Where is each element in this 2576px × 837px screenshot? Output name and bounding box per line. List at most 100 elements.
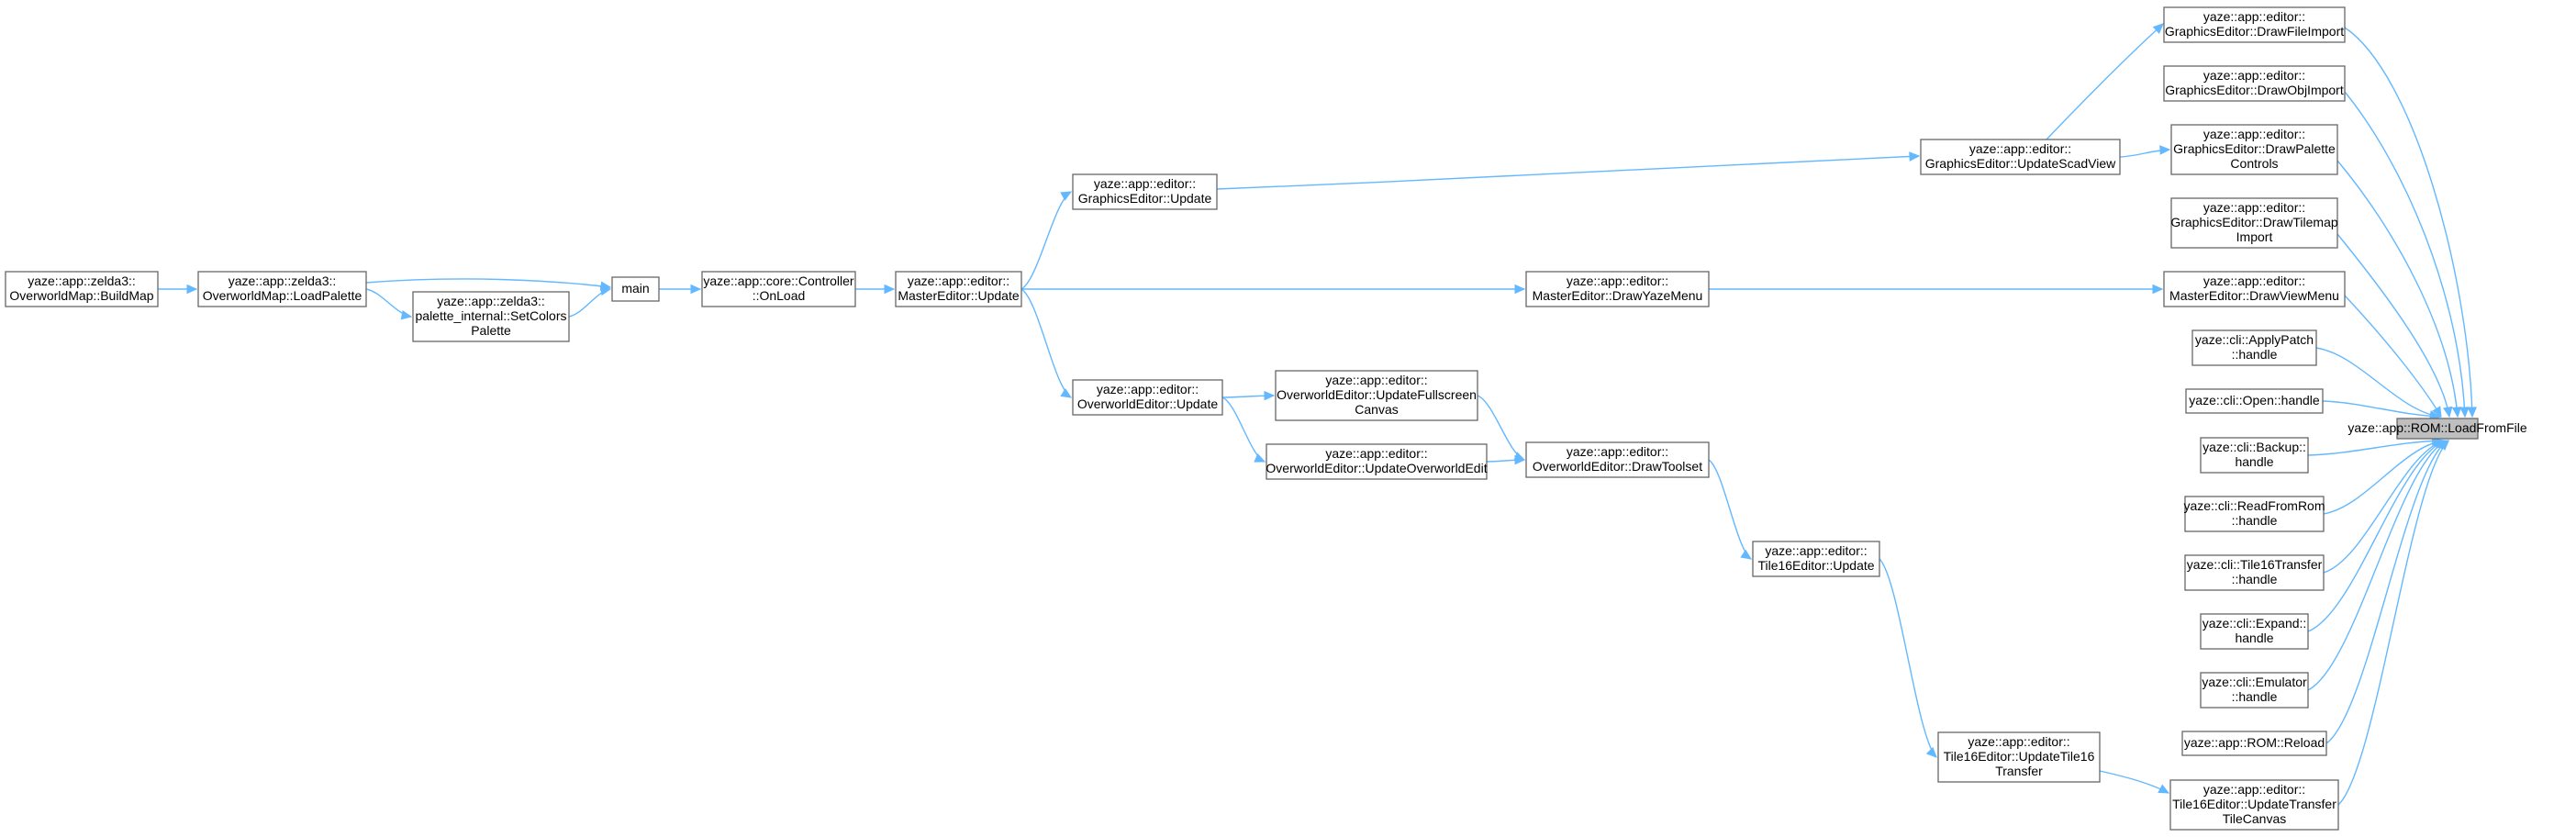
node-label-line: yaze::app::editor::	[1765, 543, 1867, 558]
edge-line	[2344, 91, 2466, 418]
edge-arrowhead	[2159, 145, 2171, 155]
edge-line	[1020, 191, 1072, 290]
node-label-line: ::handle	[2232, 347, 2278, 362]
node-updateScadView[interactable]: yaze::app::editor::GraphicsEditor::Updat…	[1920, 139, 2121, 175]
edge-updateTile16Transfer-to-updateTransferTileCanvas	[2099, 770, 2170, 794]
node-box[interactable]	[1937, 731, 2101, 783]
node-label-line: yaze::app::zelda3::	[229, 273, 337, 288]
node-drawTilemapImport[interactable]: yaze::app::editor::GraphicsEditor::DrawT…	[2170, 197, 2338, 249]
node-overworldUpdate[interactable]: yaze::app::editor::OverworldEditor::Upda…	[1072, 379, 1223, 416]
node-label-line: yaze::app::editor::	[2203, 782, 2305, 797]
edge-line	[365, 278, 611, 288]
edge-arrowhead	[1925, 746, 1937, 758]
node-box[interactable]	[2163, 6, 2346, 43]
edge-drawTilemapImport-to-root	[2336, 233, 2453, 418]
node-box[interactable]	[2396, 418, 2479, 440]
edge-line	[2325, 440, 2448, 744]
node-label-line: yaze::cli::ApplyPatch	[2195, 332, 2314, 347]
node-setColorsPalette[interactable]: yaze::app::zelda3::palette_internal::Set…	[412, 291, 570, 342]
node-box[interactable]	[1752, 541, 1880, 577]
edge-line	[1020, 288, 1072, 398]
node-box[interactable]	[1266, 443, 1488, 480]
node-box[interactable]	[2191, 329, 2317, 366]
edge-arrowhead	[2158, 784, 2170, 794]
node-tile16Update[interactable]: yaze::app::editor::Tile16Editor::Update	[1752, 541, 1880, 577]
node-backup[interactable]: yaze::cli::Backup::handle	[2200, 437, 2309, 474]
node-label-line: yaze::app::editor::	[1097, 382, 1199, 396]
node-box[interactable]	[2181, 731, 2327, 756]
node-box[interactable]	[1525, 441, 1710, 478]
node-drawYazeMenu[interactable]: yaze::app::editor::MasterEditor::DrawYaz…	[1525, 271, 1710, 307]
node-drawViewMenu[interactable]: yaze::app::editor::MasterEditor::DrawVie…	[2163, 271, 2346, 307]
node-drawFileImport[interactable]: yaze::app::editor::GraphicsEditor::DrawF…	[2163, 6, 2346, 43]
node-box[interactable]	[2185, 388, 2324, 414]
node-box[interactable]	[2200, 437, 2309, 474]
node-box[interactable]	[895, 271, 1022, 307]
node-onLoad[interactable]: yaze::app::core::Controller::OnLoad	[701, 271, 856, 307]
edge-masterUpdate-to-drawYazeMenu	[1021, 284, 1526, 295]
node-reload[interactable]: yaze::app::ROM::Reload	[2181, 731, 2327, 756]
node-box[interactable]	[2170, 124, 2338, 175]
edge-arrowhead	[599, 285, 612, 296]
node-box[interactable]	[2184, 496, 2325, 532]
node-label-line: GraphicsEditor::UpdateScadView	[1925, 156, 2116, 171]
node-box[interactable]	[2170, 197, 2338, 249]
node-box[interactable]	[2163, 65, 2346, 102]
node-box[interactable]	[2200, 613, 2309, 650]
node-box[interactable]	[197, 271, 367, 307]
node-box[interactable]	[611, 276, 660, 302]
node-updateTransferTileCanvas[interactable]: yaze::app::editor::Tile16Editor::UpdateT…	[2169, 779, 2339, 831]
node-drawObjImport[interactable]: yaze::app::editor::GraphicsEditor::DrawO…	[2163, 65, 2346, 102]
node-main[interactable]: main	[611, 276, 660, 302]
node-label-line: ::handle	[2232, 689, 2278, 704]
edge-updateOverworldEdit-to-drawToolset	[1486, 454, 1526, 465]
node-box[interactable]	[1275, 370, 1478, 421]
node-expand[interactable]: yaze::cli::Expand::handle	[2200, 613, 2309, 650]
node-box[interactable]	[1525, 271, 1710, 307]
edge-arrowhead	[2443, 406, 2453, 418]
edge-arrowhead	[1514, 284, 1526, 295]
node-box[interactable]	[2163, 271, 2346, 307]
node-updateTile16Transfer[interactable]: yaze::app::editor::Tile16Editor::UpdateT…	[1937, 731, 2101, 783]
node-label-line: OverworldMap::LoadPalette	[203, 288, 362, 303]
node-root[interactable]: yaze::app::ROM::LoadFromFile	[2347, 418, 2527, 440]
node-updateOverworldEdit[interactable]: yaze::app::editor::OverworldEditor::Upda…	[1266, 443, 1488, 480]
node-label-line: GraphicsEditor::DrawObjImport	[2165, 83, 2344, 97]
edge-line	[2344, 295, 2442, 418]
node-buildMap[interactable]: yaze::app::zelda3::OverworldMap::BuildMa…	[5, 271, 159, 307]
node-applyPatch[interactable]: yaze::cli::ApplyPatch::handle	[2191, 329, 2317, 366]
node-drawToolset[interactable]: yaze::app::editor::OverworldEditor::Draw…	[1525, 441, 1710, 478]
node-box[interactable]	[1072, 173, 1218, 210]
edge-drawYazeMenu-to-drawViewMenu	[1709, 284, 2164, 295]
node-box[interactable]	[701, 271, 856, 307]
node-label-line: yaze::app::editor::	[1567, 444, 1668, 459]
node-box[interactable]	[5, 271, 159, 307]
edge-masterUpdate-to-overworldUpdate	[1020, 288, 1073, 398]
node-label-line: yaze::cli::ReadFromRom	[2183, 498, 2325, 513]
node-box[interactable]	[1920, 139, 2121, 175]
edge-line	[2323, 440, 2445, 574]
node-box[interactable]	[2169, 779, 2339, 831]
edge-arrowhead	[2152, 23, 2164, 34]
edge-arrowhead	[1060, 191, 1073, 201]
node-label-line: ::OnLoad	[753, 288, 806, 303]
node-open[interactable]: yaze::cli::Open::handle	[2185, 388, 2324, 414]
node-box[interactable]	[2184, 554, 2325, 591]
node-box[interactable]	[1072, 379, 1223, 416]
edge-line	[2307, 440, 2442, 456]
node-emulator[interactable]: yaze::cli::Emulator::handle	[2200, 672, 2309, 709]
node-label-line: Transfer	[1995, 764, 2043, 778]
node-masterUpdate[interactable]: yaze::app::editor::MasterEditor::Update	[895, 271, 1022, 307]
node-drawPaletteControls[interactable]: yaze::app::editor::GraphicsEditor::DrawP…	[2170, 124, 2338, 175]
node-box[interactable]	[2200, 672, 2309, 709]
node-box[interactable]	[412, 291, 570, 342]
edge-line	[2322, 400, 2441, 418]
edge-arrowhead	[1909, 151, 1921, 162]
node-readFromRom[interactable]: yaze::cli::ReadFromRom::handle	[2183, 496, 2325, 532]
node-updateFullscreenCanvas[interactable]: yaze::app::editor::OverworldEditor::Upda…	[1275, 370, 1478, 421]
node-tile16Transfer[interactable]: yaze::cli::Tile16Transfer::handle	[2184, 554, 2325, 591]
node-label-line: Canvas	[1355, 402, 1398, 417]
node-graphicsUpdate[interactable]: yaze::app::editor::GraphicsEditor::Updat…	[1072, 173, 1218, 210]
edge-arrowhead	[1264, 390, 1276, 401]
node-loadPalette[interactable]: yaze::app::zelda3::OverworldMap::LoadPal…	[197, 271, 367, 307]
